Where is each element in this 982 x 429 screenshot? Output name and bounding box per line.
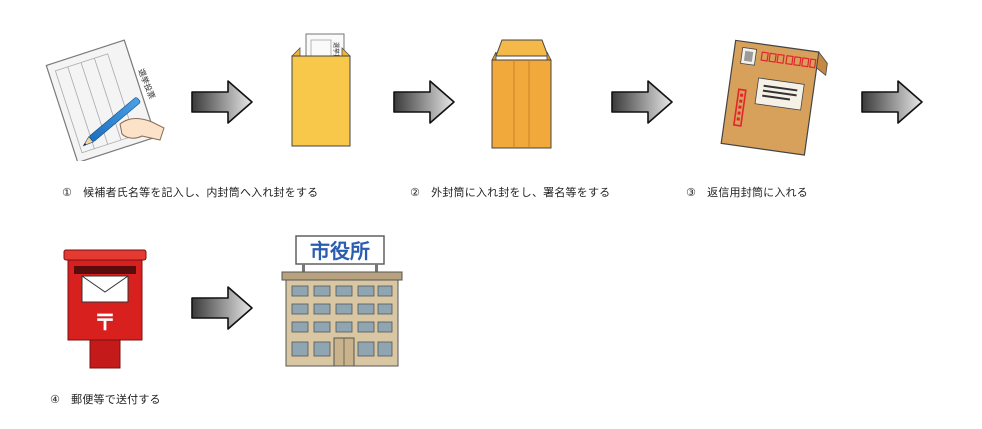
step-text: 郵便等で送付する xyxy=(71,393,161,406)
outer-envelope-icon xyxy=(484,38,559,150)
inner-envelope-icon: 選挙投票 xyxy=(286,30,356,150)
postal-mark: 〒 xyxy=(94,311,116,336)
step-1-caption: ① 候補者氏名等を記入し、内封筒へ入れ封をする xyxy=(62,184,318,200)
step-number: ③ xyxy=(686,186,697,199)
step-number: ② xyxy=(410,186,421,199)
postbox-icon: 〒 xyxy=(60,248,150,372)
arrow-right-icon xyxy=(392,78,456,126)
step-3-caption: ③ 返信用封筒に入れる xyxy=(686,184,808,200)
step-2-caption: ② 外封筒に入れ封をし、署名等をする xyxy=(410,184,610,200)
ballot-writing-icon: 選挙投票 xyxy=(42,36,172,161)
arrow-right-icon xyxy=(610,78,674,126)
step-number: ④ xyxy=(50,393,61,406)
city-hall-icon: 市役所 xyxy=(278,234,406,370)
step-4-caption: ④ 郵便等で送付する xyxy=(50,391,161,407)
arrow-right-icon xyxy=(190,78,254,126)
arrow-right-icon xyxy=(860,78,924,126)
step-text: 候補者氏名等を記入し、内封筒へ入れ封をする xyxy=(83,186,319,199)
inner-envelope-label: 選挙投票 xyxy=(332,42,340,66)
step-text: 外封筒に入れ封をし、署名等をする xyxy=(431,186,611,199)
arrow-right-icon xyxy=(190,284,254,332)
return-envelope-icon xyxy=(712,38,832,160)
city-hall-sign: 市役所 xyxy=(310,239,370,263)
step-number: ① xyxy=(62,186,73,199)
step-text: 返信用封筒に入れる xyxy=(707,186,808,199)
